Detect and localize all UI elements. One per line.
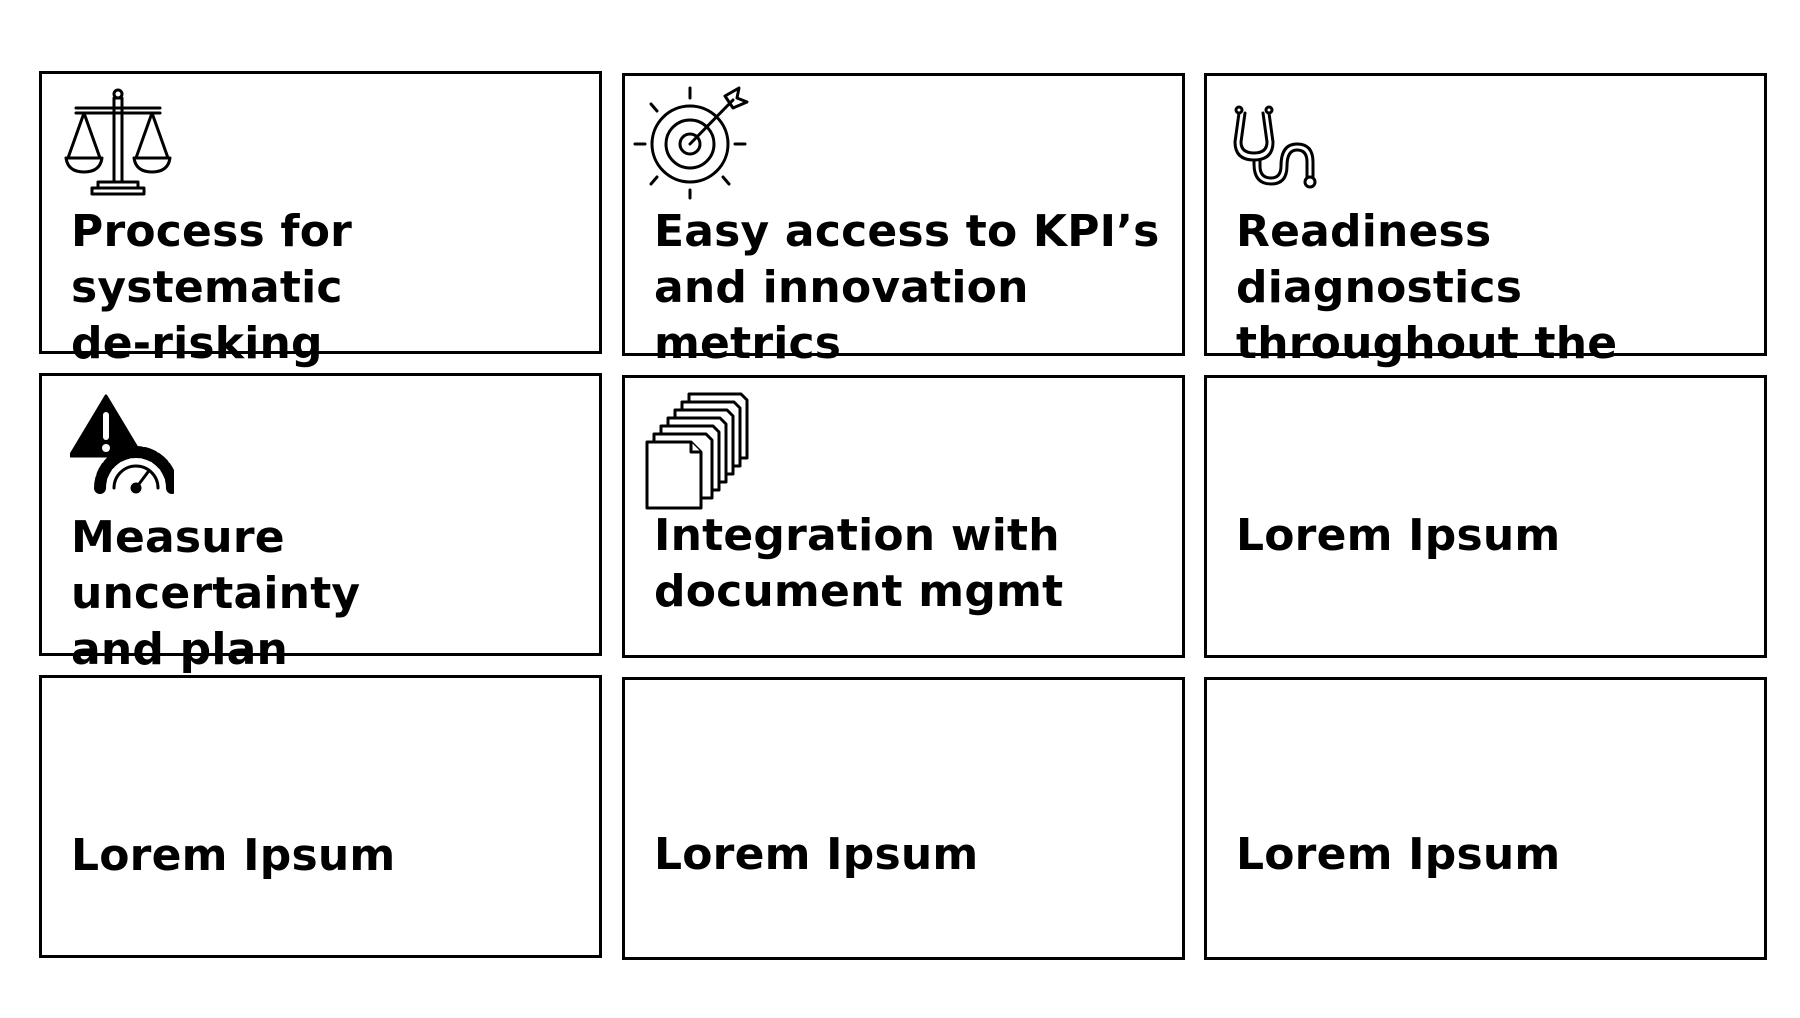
card-measure-uncertainty: Measure uncertainty and plan appropriate…: [39, 373, 602, 731]
card-readiness-diagnostics: Readiness diagnostics throughout the pro…: [1204, 73, 1767, 425]
card-lorem-ipsum: Lorem Ipsum: [1204, 677, 1767, 960]
stethoscope-icon: [1229, 102, 1325, 194]
card-document-integration: Integration with document mgmt: [622, 375, 1185, 658]
card-label: Process for systematic de-risking: [71, 206, 353, 369]
card-label: Easy access to KPI’s and innovation metr…: [654, 206, 1160, 369]
document-stack-icon: [645, 392, 749, 510]
card-kpi-access: Easy access to KPI’s and innovation metr…: [622, 73, 1185, 369]
card-label: Lorem Ipsum: [1236, 510, 1561, 561]
target-arrow-icon: [633, 84, 753, 200]
card-lorem-ipsum: Lorem Ipsum: [622, 677, 1185, 960]
balance-scale-icon: [62, 86, 174, 198]
warning-gauge-icon: [70, 394, 174, 494]
card-label: Lorem Ipsum: [654, 829, 979, 880]
card-systematic-derisking: Process for systematic de-risking: [39, 71, 602, 369]
card-label: Lorem Ipsum: [71, 830, 396, 881]
card-lorem-ipsum: Lorem Ipsum: [39, 675, 602, 958]
card-label: Lorem Ipsum: [1236, 829, 1561, 880]
card-lorem-ipsum: Lorem Ipsum: [1204, 375, 1767, 658]
card-label: Integration with document mgmt: [654, 510, 1064, 617]
